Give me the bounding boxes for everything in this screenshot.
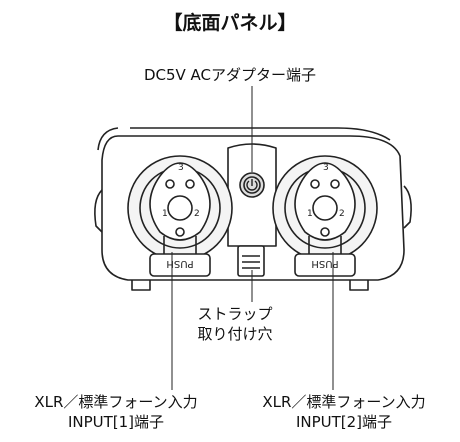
input1-pin1: 1 bbox=[162, 209, 168, 219]
strap-hole-label-line2: 取り付け穴 bbox=[197, 325, 273, 343]
device-top-edge bbox=[130, 127, 391, 141]
input2-label-line2: INPUT[2]端子 bbox=[295, 413, 393, 431]
input2-pin3: 3 bbox=[323, 163, 329, 173]
input1-combo-jack bbox=[127, 155, 233, 277]
input1-label: XLR／標準フォーン入力 INPUT[1]端子 bbox=[0, 392, 232, 432]
device-body bbox=[101, 135, 405, 281]
input2-pin1: 1 bbox=[307, 209, 313, 219]
diagram-title: 【底面パネル】 bbox=[163, 12, 297, 34]
dc-jack-label: DC5V ACアダプター端子 bbox=[143, 66, 317, 84]
input1-pin2: 2 bbox=[194, 209, 200, 219]
foot-right bbox=[349, 280, 369, 291]
input1-label-line1: XLR／標準フォーン入力 bbox=[34, 393, 198, 411]
center-divider bbox=[227, 143, 277, 247]
input1-label-line2: INPUT[1]端子 bbox=[67, 413, 165, 431]
input2-combo-jack bbox=[272, 155, 378, 277]
input2-pin2: 2 bbox=[339, 209, 345, 219]
left-side-bump bbox=[94, 189, 103, 233]
input1-push-label: PUSH bbox=[166, 258, 193, 269]
strap-hole-label: ストラップ 取り付け穴 bbox=[190, 304, 280, 344]
input2-label-line1: XLR／標準フォーン入力 bbox=[262, 393, 426, 411]
input2-label: XLR／標準フォーン入力 INPUT[2]端子 bbox=[228, 392, 460, 432]
strap-hole-label-line1: ストラップ bbox=[197, 305, 273, 323]
foot-left bbox=[131, 280, 151, 291]
dc-power-icon bbox=[239, 172, 265, 198]
input2-push-label: PUSH bbox=[311, 258, 338, 269]
right-side-bump bbox=[403, 185, 412, 229]
input1-pin3: 3 bbox=[178, 163, 184, 173]
strap-hole bbox=[237, 245, 265, 277]
